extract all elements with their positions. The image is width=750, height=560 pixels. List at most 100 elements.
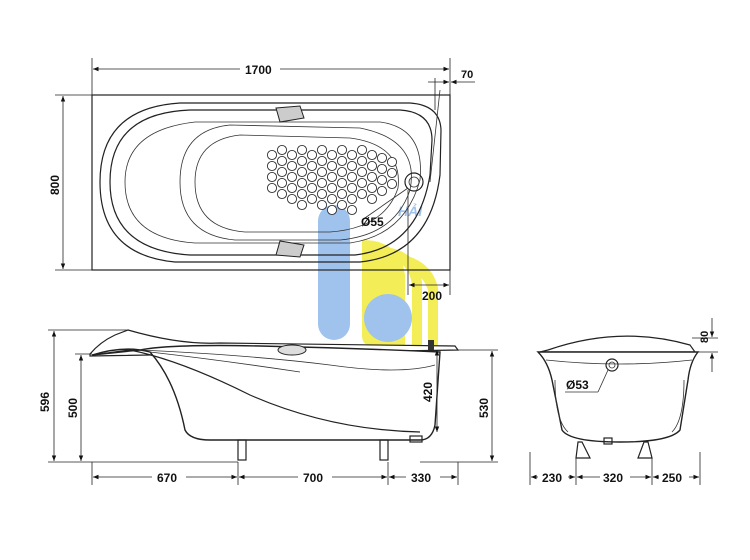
anti-slip-dot	[306, 160, 318, 172]
anti-slip-dot	[336, 155, 348, 167]
side-segment-3-label: 330	[411, 471, 431, 485]
anti-slip-dot	[356, 188, 368, 200]
anti-slip-dot	[286, 160, 298, 172]
anti-slip-dot	[336, 177, 348, 189]
anti-slip-dot	[316, 188, 328, 200]
anti-slip-dot	[276, 166, 288, 178]
end-segment-1-label: 230	[542, 471, 562, 485]
anti-slip-dot	[316, 166, 328, 178]
anti-slip-dot	[336, 199, 348, 211]
anti-slip-dot	[326, 149, 338, 161]
width-dimension-label: 800	[48, 175, 62, 195]
length-dimension-label: 1700	[245, 63, 272, 77]
side-view-backrest	[91, 349, 421, 433]
end-view-headrest	[539, 335, 697, 353]
anti-slip-dot	[326, 160, 338, 172]
top-view: Ø55 1700 70 800 200	[48, 58, 475, 303]
top-view-basin-inner	[124, 121, 421, 244]
side-view: 596 500 420 530 670 700 330	[38, 329, 498, 485]
top-view-inner-rim	[99, 102, 442, 263]
anti-slip-dot	[336, 166, 348, 178]
anti-slip-dot	[296, 177, 308, 189]
top-view-floor	[179, 124, 412, 241]
anti-slip-dot	[336, 144, 348, 156]
top-handle	[275, 105, 305, 123]
anti-slip-dot	[366, 193, 378, 205]
side-view-body	[91, 344, 441, 441]
anti-slip-dot	[316, 155, 328, 167]
anti-slip-dot	[376, 163, 388, 175]
anti-slip-dot	[356, 144, 368, 156]
anti-slip-dot	[376, 185, 388, 197]
anti-slip-dot	[316, 199, 328, 211]
anti-slip-dot	[356, 155, 368, 167]
end-segment-2-label: 320	[603, 471, 623, 485]
anti-slip-dot	[286, 182, 298, 194]
offset-dimension-label: 70	[461, 69, 473, 81]
anti-slip-dot	[346, 171, 358, 183]
anti-slip-dot	[366, 160, 378, 172]
anti-slip-dot	[296, 155, 308, 167]
anti-slip-dot	[366, 171, 378, 183]
side-leg-left	[237, 439, 247, 461]
anti-slip-dot	[296, 166, 308, 178]
anti-slip-dot	[306, 149, 318, 161]
anti-slip-dot	[326, 171, 338, 183]
anti-slip-dot	[296, 199, 308, 211]
end-segment-3-label: 250	[662, 471, 682, 485]
drain-hole-inner	[408, 176, 420, 188]
anti-slip-dot	[326, 182, 338, 194]
anti-slip-dot	[336, 188, 348, 200]
anti-slip-dot	[276, 155, 288, 167]
side-view-rim	[89, 329, 460, 357]
side-view-contour	[139, 349, 436, 371]
side-handle	[277, 344, 307, 356]
anti-slip-dot	[286, 149, 298, 161]
anti-slip-dot	[386, 167, 398, 179]
rim-height-label: 500	[66, 398, 80, 418]
anti-slip-dot	[276, 188, 288, 200]
anti-slip-dot	[286, 193, 298, 205]
end-leg-right	[637, 441, 653, 459]
anti-slip-dot	[316, 177, 328, 189]
anti-slip-dot	[356, 177, 368, 189]
anti-slip-dot	[266, 171, 278, 183]
side-overflow	[428, 340, 434, 350]
anti-slip-dots	[266, 144, 398, 216]
drain-hole-label: Ø55	[361, 215, 384, 229]
anti-slip-dot	[386, 156, 398, 168]
anti-slip-dot	[276, 177, 288, 189]
headrest-label: 80	[699, 331, 711, 343]
anti-slip-dot	[296, 188, 308, 200]
anti-slip-dot	[266, 149, 278, 161]
anti-slip-dot	[376, 174, 388, 186]
anti-slip-dot	[346, 149, 358, 161]
top-view-outline	[91, 94, 451, 271]
anti-slip-dot	[346, 182, 358, 194]
total-height-label: 596	[38, 392, 52, 412]
side-leg-right	[379, 439, 389, 461]
drain-offset-label: 200	[422, 289, 442, 303]
anti-slip-dot	[346, 160, 358, 172]
anti-slip-dot	[326, 204, 338, 216]
anti-slip-dot	[376, 152, 388, 164]
anti-slip-dot	[346, 204, 358, 216]
end-leg-left	[575, 441, 591, 459]
anti-slip-dot	[306, 193, 318, 205]
watermark-logo: HẢI	[318, 203, 438, 345]
anti-slip-dot	[316, 144, 328, 156]
drain-hole	[404, 172, 424, 192]
top-view-basin	[109, 109, 433, 256]
bottom-handle	[275, 240, 305, 258]
anti-slip-dot	[346, 193, 358, 205]
anti-slip-dot	[326, 193, 338, 205]
side-segment-2-label: 700	[303, 471, 323, 485]
anti-slip-dot	[296, 144, 308, 156]
anti-slip-dot	[266, 160, 278, 172]
anti-slip-dot	[306, 182, 318, 194]
anti-slip-dot	[366, 149, 378, 161]
end-height-label: 530	[477, 398, 491, 418]
side-segment-1-label: 670	[157, 471, 177, 485]
anti-slip-dot	[386, 178, 398, 190]
